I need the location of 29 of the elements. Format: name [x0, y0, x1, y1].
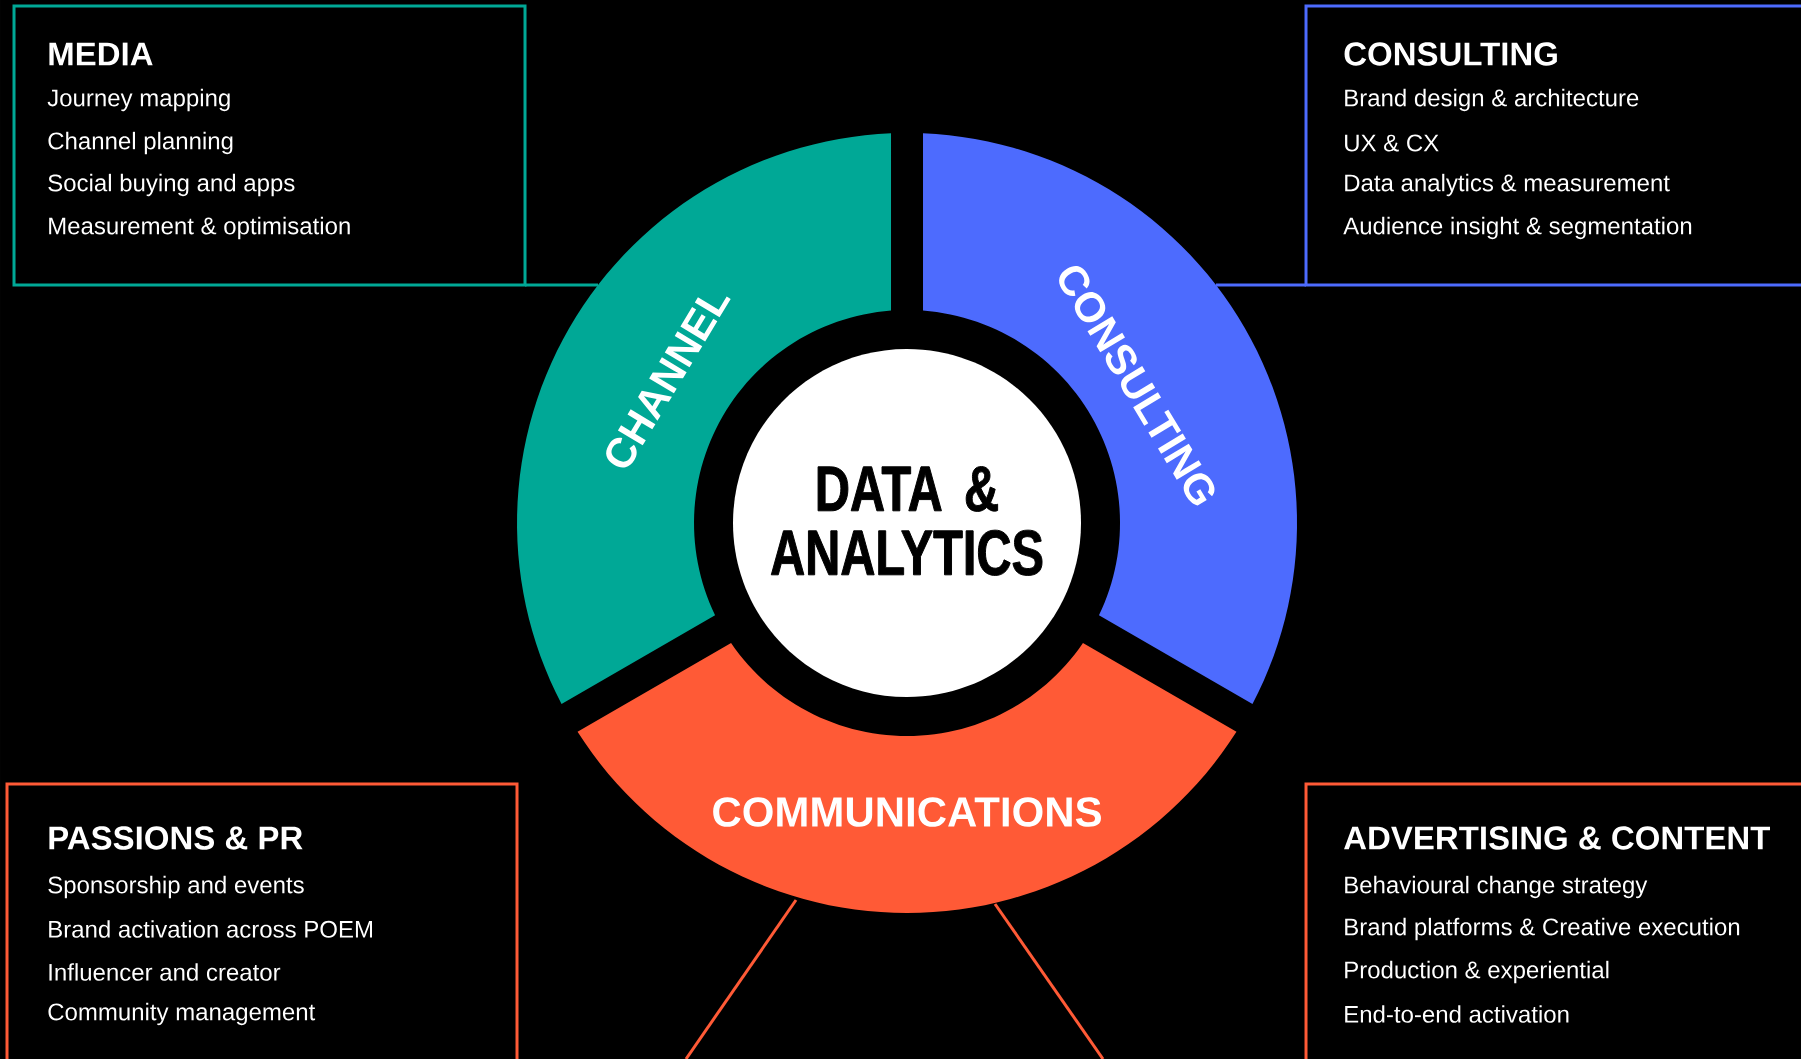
service-box [5, 782, 519, 1059]
list-item: Channel planning [48, 131, 233, 155]
list-item: Influencer and creator [49, 963, 281, 981]
list-item: Journey mapping [47, 88, 230, 112]
list-item: Community management [48, 1002, 316, 1026]
service-box [1304, 782, 1801, 1059]
list-item: Sponsorship and events [48, 875, 304, 899]
list-item: Measurement & optimisation [49, 216, 350, 240]
connector-line [993, 903, 1105, 1059]
list-item: Brand platforms & Creative execution [1345, 917, 1740, 941]
connector-line [1216, 283, 1306, 287]
service-box [1304, 4, 1801, 287]
list-item: End-to-end activation [1345, 1005, 1569, 1023]
box-heading: ADVERTISING & CONTENT [1344, 826, 1770, 850]
ring-segment: COMMUNICATIONS [577, 643, 1237, 913]
service-box [12, 4, 527, 287]
list-item: Social buying and apps [48, 173, 295, 197]
connector-line [525, 283, 598, 287]
box-heading: CONSULTING [1344, 42, 1557, 66]
list-item: Behavioural change strategy [1345, 875, 1648, 899]
list-item: Brand design & architecture [1345, 88, 1639, 112]
list-item: Data analytics & measurement [1345, 173, 1670, 197]
box-heading: MEDIA [49, 42, 153, 66]
list-item: Brand activation across POEM [49, 920, 372, 938]
list-item: Audience insight & segmentation [1343, 216, 1692, 240]
box-heading: PASSIONS & PR [49, 826, 303, 850]
list-item: UX & CX [1345, 134, 1439, 152]
list-item: Production & experiential [1345, 960, 1609, 984]
connector-line [684, 899, 798, 1059]
